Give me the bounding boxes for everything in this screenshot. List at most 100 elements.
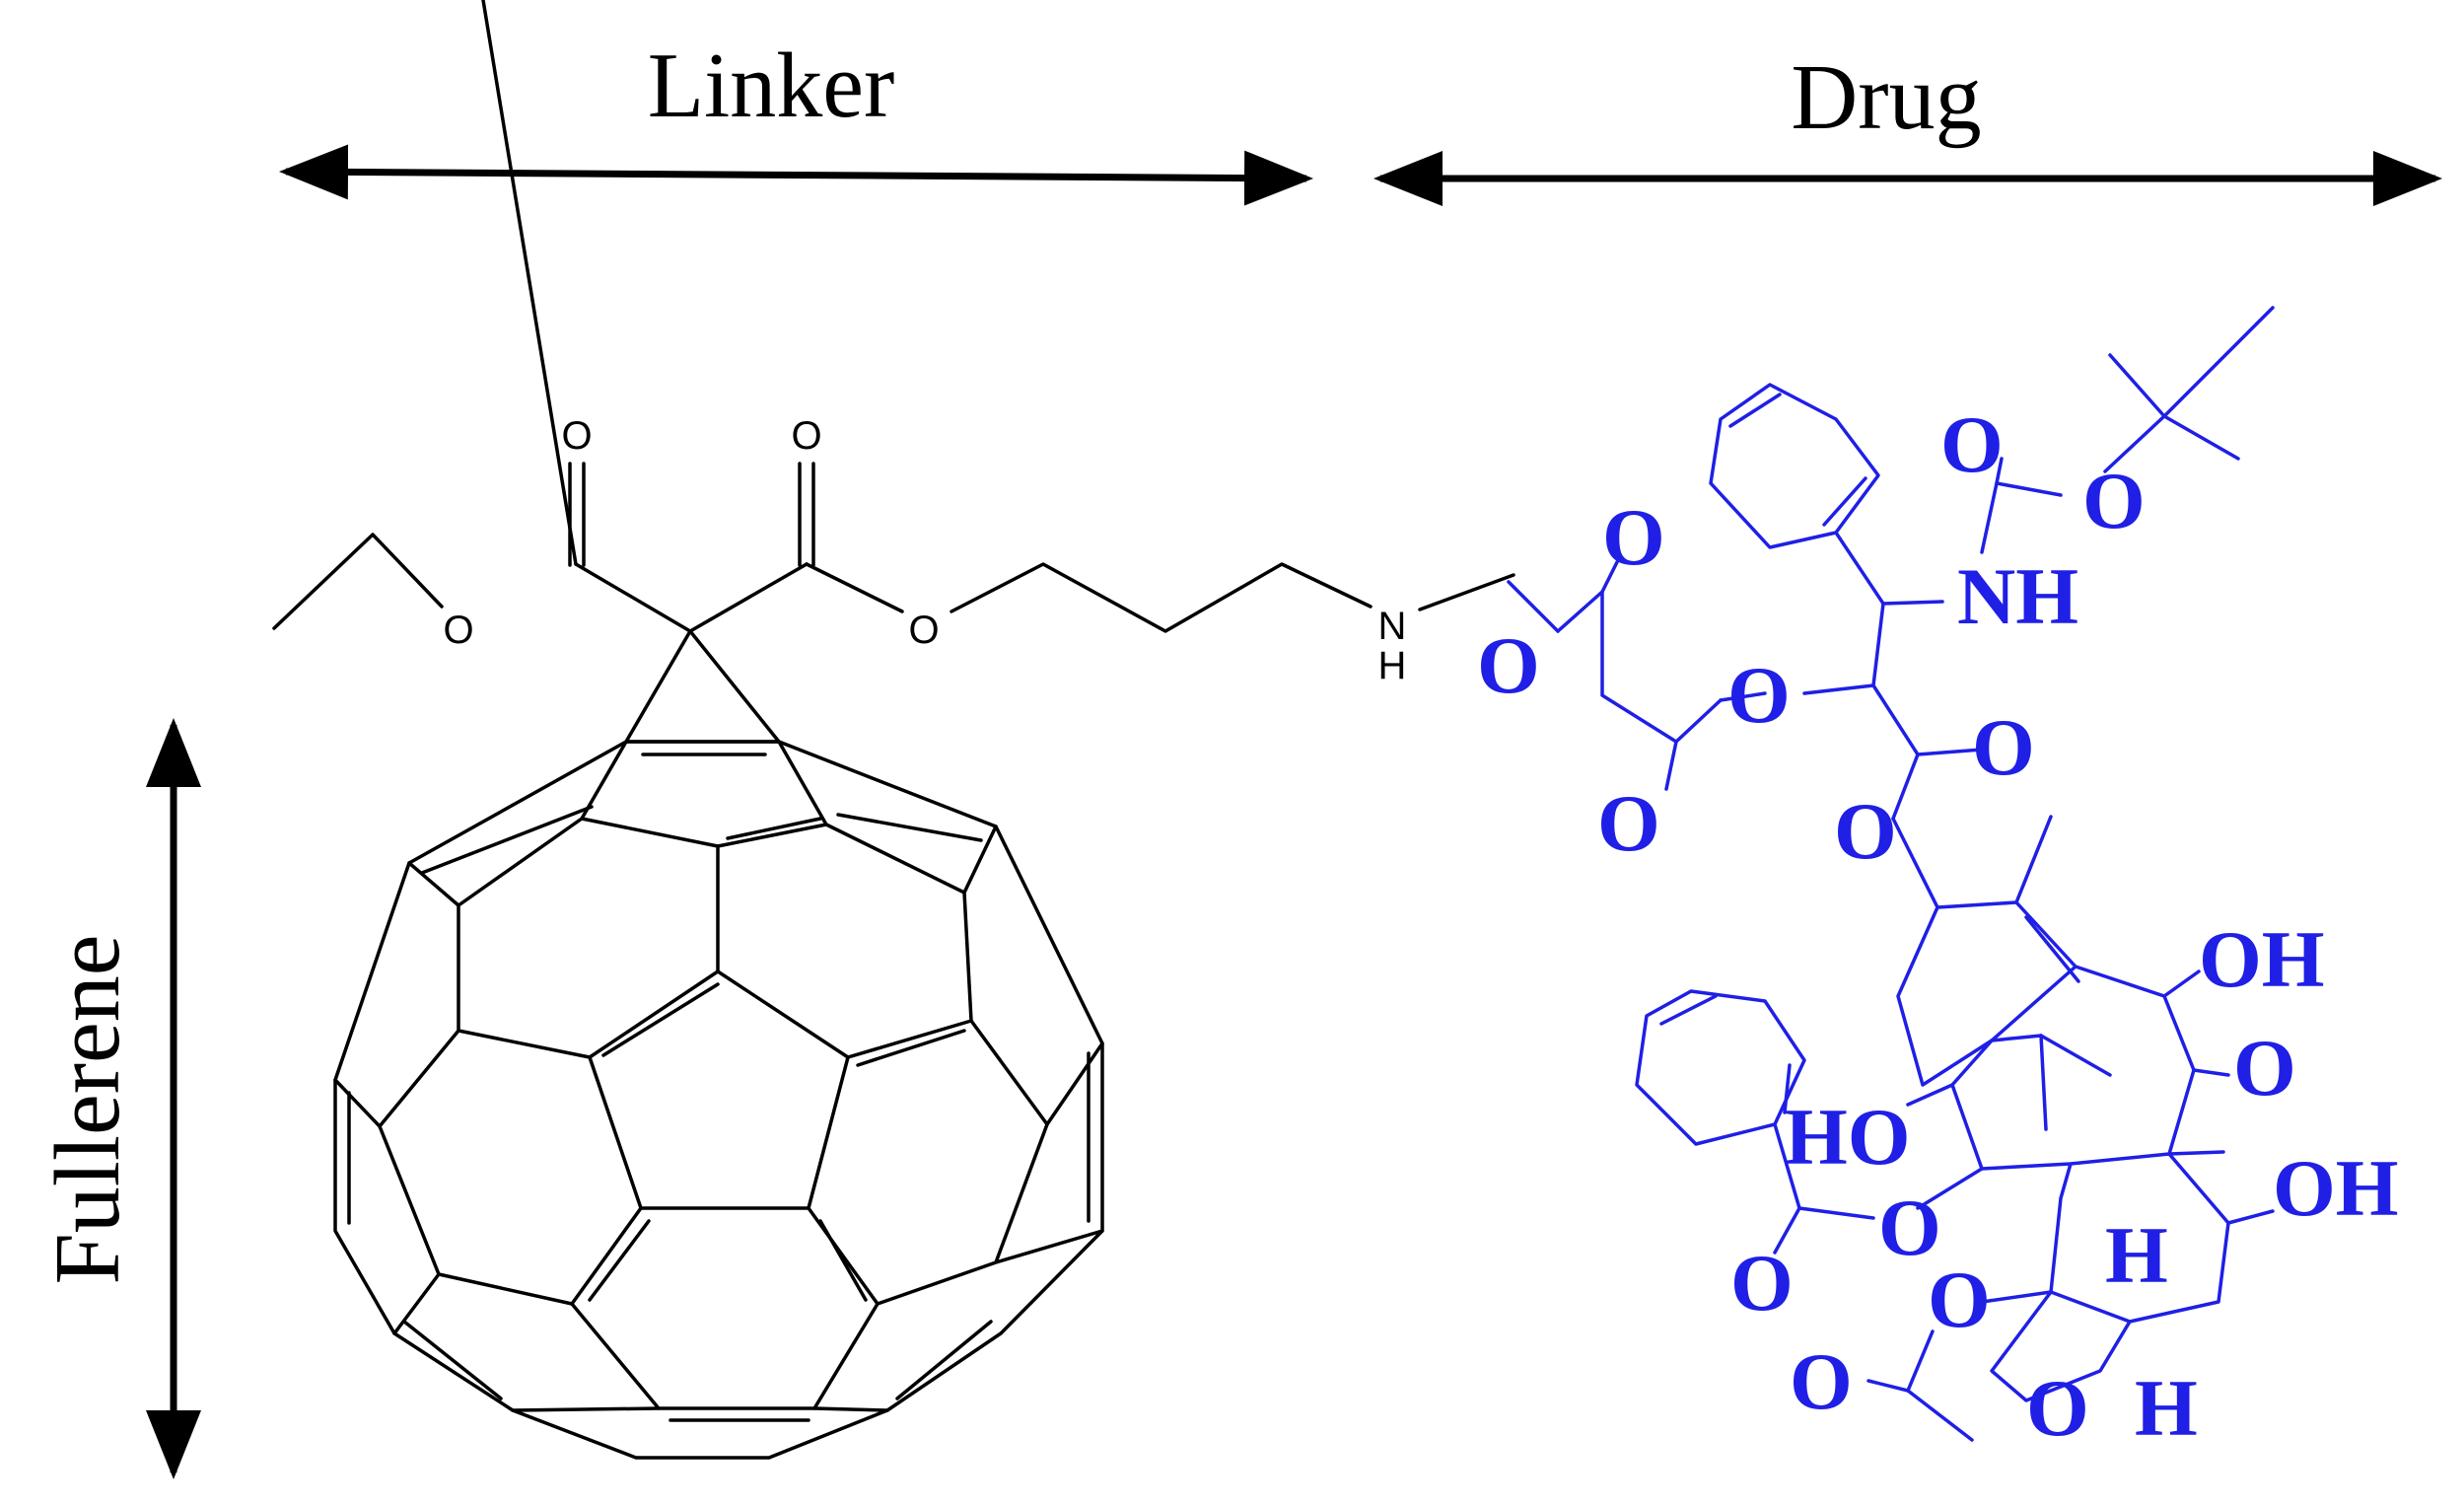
central-to-carbonyl-right xyxy=(688,562,809,633)
linker-ester-oxygen-3: O xyxy=(791,414,821,458)
phenyl-to-chain xyxy=(1834,531,1885,606)
acetate-carbonyl xyxy=(1866,1379,1910,1393)
drug-top-hydroxyl: OH xyxy=(2199,914,2325,1004)
boc-carbon-to-o xyxy=(1995,481,2063,497)
ester-bond-left xyxy=(481,0,578,566)
fullerene-spoke-5 xyxy=(994,1229,1104,1264)
drug-boc-carbonyl-oxygen: O xyxy=(1940,399,2004,489)
amine-to-succinate xyxy=(1418,573,1515,611)
fullerene-spoke-4 xyxy=(1045,1041,1104,1126)
ring-a xyxy=(1891,817,2077,1087)
drug-middle-hydrogen: H xyxy=(2105,1210,2168,1300)
drug-left-hydroxyl: HO xyxy=(1785,1092,1911,1182)
drug-succinate-oxygen-c: O xyxy=(1727,650,1791,740)
boc-carbonyl xyxy=(1995,457,2004,485)
gem-dimethyl-b xyxy=(2039,1034,2048,1131)
propyl-chain xyxy=(950,562,1373,633)
drug-boc-ester-oxygen: O xyxy=(2082,456,2146,545)
benzoate-o-to-core xyxy=(1916,1167,1984,1210)
drug-succinate-oxygen-a: O xyxy=(1602,492,1665,582)
tbutyl-branch-a xyxy=(2108,353,2166,418)
fullerene-spoke-7 xyxy=(511,1406,661,1412)
cyclopropane-ring xyxy=(624,629,781,744)
tbutyl-branch-b xyxy=(2162,306,2275,418)
linker-amine-hydrogen: H xyxy=(1378,644,1407,687)
top-phenyl-ring xyxy=(1709,383,1880,549)
fullerene-double-1 xyxy=(601,982,720,1057)
ketone-bond xyxy=(2192,1068,2230,1077)
acetate-o-to-core xyxy=(1980,1290,2053,1304)
fullerene-outline xyxy=(333,740,1104,1460)
fullerene-spoke-9 xyxy=(333,1078,382,1128)
drug-nh-label: NH xyxy=(1957,551,2078,641)
boc-o-to-quaternary xyxy=(2103,414,2166,473)
fullerene-label: Fullerene xyxy=(36,935,139,1285)
ho-left-bond xyxy=(1906,1083,1954,1107)
choh-to-o xyxy=(1802,683,1875,695)
fullerene-central-pentagon xyxy=(588,969,850,1210)
acetate-methyl xyxy=(1906,1389,1974,1442)
drug-label: Drug xyxy=(1791,46,1981,149)
succinate-to-choh xyxy=(1719,691,1767,702)
fullerene-double-11 xyxy=(836,813,983,842)
oh-right-bond xyxy=(2226,1209,2275,1225)
top-phenyl-double-a xyxy=(1728,393,1782,428)
ring-a-methyl xyxy=(2014,815,2053,904)
lower-phenyl-ring xyxy=(1635,989,1806,1146)
gem-dimethyl-a xyxy=(2039,1034,2112,1077)
fullerene-double-10 xyxy=(420,805,594,875)
drug-succinate-oxygen-d: O xyxy=(1597,778,1660,868)
drug-succinate-oxygen-b: O xyxy=(1477,620,1540,710)
benzoate-to-o xyxy=(1797,1206,1875,1220)
lower-phenyl-double-b xyxy=(1783,1063,1792,1114)
ring-a-to-gem xyxy=(1990,1034,2043,1042)
fullerene-spoke-10 xyxy=(407,861,460,907)
fullerene-spoke-8 xyxy=(392,1272,441,1335)
benzoate-carbon xyxy=(1773,1122,1801,1210)
oxetane-ring xyxy=(1990,1290,2132,1402)
drug-bottom-hydrogen: H xyxy=(2135,1363,2198,1453)
succinate-chain xyxy=(1556,590,1723,744)
ethyl-chain xyxy=(272,533,444,630)
succinate-carbonyl-a xyxy=(1600,560,1619,594)
drug-structure: NH O O O O O O O O OH O HO OH O O H O O … xyxy=(1477,306,2399,1453)
drug-acetate-carbonyl-oxygen: O xyxy=(1790,1336,1853,1426)
fullerene-spoke-1 xyxy=(580,740,628,821)
drug-ketone-oxygen: O xyxy=(2233,1023,2296,1112)
linker-ester-oxygen-1: O xyxy=(561,414,592,458)
drug-oxetane-oxygen: O xyxy=(2026,1363,2089,1453)
linker-nitrogen: N xyxy=(1378,605,1407,648)
fullerene-double-4 xyxy=(588,1219,651,1302)
choh-to-ester-carbon xyxy=(1871,683,1920,756)
ring-b xyxy=(1950,965,2196,1171)
fullerene-spoke-6 xyxy=(812,1406,889,1412)
linker-ester-oxygen-2: O xyxy=(443,609,473,652)
fullerene-double-3 xyxy=(856,1029,966,1067)
drug-ester-link-oxygen: O xyxy=(1834,786,1897,876)
nh-to-boc-carbon xyxy=(1980,481,1999,554)
fullerene-double-2 xyxy=(726,817,822,840)
linker-ester-oxygen-4: O xyxy=(908,609,939,652)
drug-acetate-link-oxygen: O xyxy=(1928,1255,1991,1344)
carbonyl-carbon-left-to-central xyxy=(574,562,692,633)
benzoate-carbonyl xyxy=(1773,1206,1801,1255)
fullerene-double-12 xyxy=(402,1320,503,1400)
fullerene-ring-left xyxy=(378,1029,574,1306)
linker-arrow xyxy=(279,144,1313,206)
acetate-o-to-carbon xyxy=(1906,1329,1935,1393)
succinate-carbonyl-b xyxy=(1664,740,1678,791)
fullerene-cage xyxy=(333,740,1104,1460)
tbutyl-branch-c xyxy=(2162,414,2240,461)
linker-label: Linker xyxy=(648,35,895,137)
fullerene-spoke-2 xyxy=(777,740,828,826)
drug-bonds xyxy=(1507,306,2275,1442)
top-phenyl-double-b xyxy=(1822,476,1867,527)
fullerene-ring-upper xyxy=(457,817,720,1059)
ester-carbonyl xyxy=(1916,748,1984,756)
fullerene-ring-upper-right xyxy=(716,823,973,1059)
oh-top-bond xyxy=(2162,969,2201,998)
chain-ch-to-nh xyxy=(1881,600,1944,606)
drug-benzoate-link-oxygen: O xyxy=(1878,1183,1941,1272)
ring-a-double xyxy=(2024,915,2080,983)
